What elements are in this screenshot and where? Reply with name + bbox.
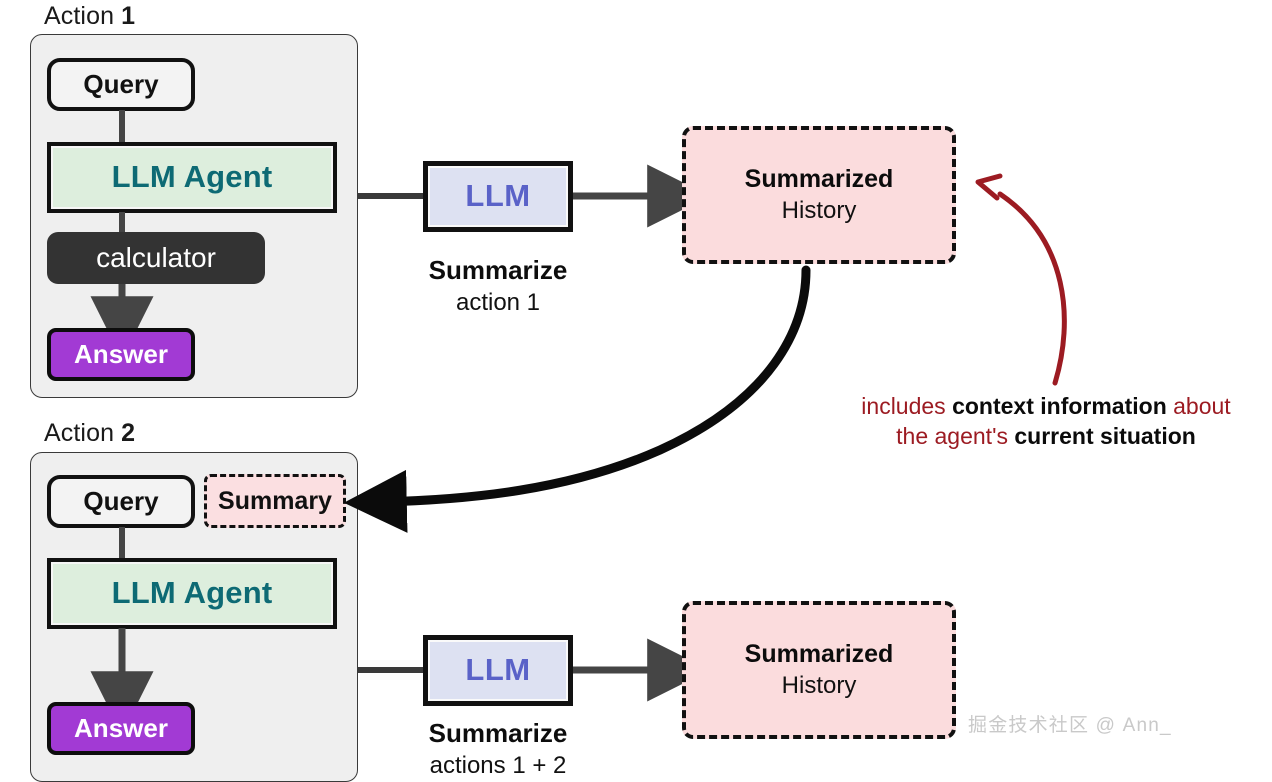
annotation-line2-part-a: the agent's <box>896 422 1015 449</box>
action-1-number: 1 <box>121 2 136 30</box>
llm-caption-2-main: Summarize <box>428 718 568 748</box>
annotation-line2-bold: current situation <box>1014 422 1196 449</box>
action-1-label-text: Action <box>44 2 122 30</box>
annotation-line1-part-a: includes <box>861 393 953 419</box>
watermark: 掘金技术社区 @ Ann_ <box>968 715 1172 736</box>
summarized-history-box-1[interactable]: Summarized History <box>682 126 956 264</box>
llm-box-2[interactable]: LLM <box>423 635 573 706</box>
summarized-history-title-2: Summarized <box>744 640 894 669</box>
llm-agent-box-1[interactable]: LLM Agent <box>47 142 337 213</box>
annotation-line-2: the agent's current situation <box>832 422 1260 452</box>
query-box-2[interactable]: Query <box>47 475 195 528</box>
action-1-label: Action 1 <box>44 2 135 31</box>
action-2-number: 2 <box>121 419 136 447</box>
summary-chip-2[interactable]: Summary <box>204 474 346 528</box>
annotation-line1-bold: context information <box>952 393 1167 419</box>
answer-box-1[interactable]: Answer <box>47 328 195 381</box>
llm-caption-2: Summarize actions 1 + 2 <box>388 718 608 780</box>
annotation-line1-part-c: about <box>1166 393 1231 419</box>
summarized-history-box-2[interactable]: Summarized History <box>682 601 956 739</box>
summarized-history-subtitle-2: History <box>781 672 857 700</box>
answer-box-2[interactable]: Answer <box>47 702 195 755</box>
annotation-line-1: includes context information about <box>832 392 1260 422</box>
llm-box-1[interactable]: LLM <box>423 161 573 232</box>
tool-calculator-box-1[interactable]: calculator <box>47 232 265 284</box>
query-box-1[interactable]: Query <box>47 58 195 111</box>
annotation-text: includes context information about the a… <box>832 392 1260 452</box>
action-2-label: Action 2 <box>44 419 135 448</box>
summarized-history-title-1: Summarized <box>744 165 894 194</box>
action-2-label-text: Action <box>44 419 122 447</box>
llm-caption-2-sub: actions 1 + 2 <box>429 751 567 779</box>
summarized-history-subtitle-1: History <box>781 197 857 225</box>
llm-agent-box-2[interactable]: LLM Agent <box>47 558 337 629</box>
